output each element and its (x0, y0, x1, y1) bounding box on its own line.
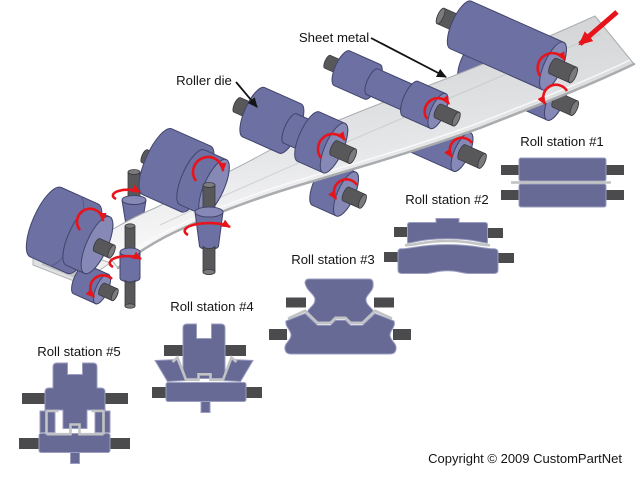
roller-top (119, 247, 141, 257)
roll-station-5-label: Roll station #5 (37, 344, 121, 359)
roll-station-3-section: Roll station #3 (269, 252, 411, 355)
sheet-profile (404, 239, 491, 247)
post-upper-cap (202, 182, 216, 188)
slot-right (87, 412, 94, 432)
callout-sheet-metal: Sheet metal (299, 30, 447, 78)
cone-top (194, 206, 224, 218)
rotation-arrow-s4-side (183, 219, 231, 237)
bottom-roller (284, 312, 397, 355)
top-roller (407, 218, 488, 244)
shaft-top-left (286, 297, 306, 308)
sheet-metal-label: Sheet metal (299, 30, 369, 45)
shaft-bottom-left (269, 329, 287, 340)
post-lower-cap (124, 303, 136, 309)
bottom-roller (38, 433, 111, 453)
roller-die-arrow (235, 81, 258, 108)
bottom-pin (200, 401, 211, 413)
shaft-top-right (606, 165, 624, 175)
shaft-top-right (105, 393, 128, 404)
shaft-top-left (501, 165, 519, 175)
top-roller (44, 362, 106, 429)
roll-station-1-label: Roll station #1 (520, 134, 604, 149)
roll-station-3-label: Roll station #3 (291, 252, 375, 267)
roll-station-4-section: Roll station #4 (152, 299, 262, 413)
rotation-arrow-guide-far (111, 184, 141, 201)
post-upper-cap (124, 223, 136, 229)
station5-top-roller-3d (25, 186, 116, 275)
cone-roller (194, 211, 224, 250)
sheet-profile (45, 409, 105, 436)
shaft-cap (358, 193, 367, 209)
shaft-cap (451, 111, 461, 127)
shaft-cap (347, 148, 357, 164)
bottom-roller (518, 183, 607, 208)
shaft-bottom-left (152, 387, 166, 398)
shaft-bottom-right (498, 253, 514, 263)
rotation-arrow-s1-top (536, 51, 567, 77)
bottom-pin (70, 452, 80, 464)
shaft-top-left (394, 227, 408, 237)
shaft-top-right (225, 345, 246, 356)
rotation-arrow-s5-bottom (85, 274, 113, 298)
shaft-cap (477, 153, 487, 169)
shaft-top-left (22, 393, 45, 404)
guide-post-cap (127, 169, 141, 175)
roll-station-1-section: Roll station #1 (501, 134, 624, 208)
station3-top-roller-3d (232, 86, 357, 174)
shaft-bottom-left (19, 438, 39, 449)
callout-roller-die: Roller die (176, 73, 258, 108)
side-roller-left (154, 358, 187, 383)
bottom-roller (165, 382, 247, 402)
station4-side-roller-3d (194, 182, 224, 275)
roll-station-2-section: Roll station #2 (384, 192, 514, 274)
shaft-top-right (374, 297, 394, 308)
rotation-arrow-s3-top (316, 131, 347, 159)
rotation-arrow-s5-top (75, 207, 107, 231)
rotation-arrow-s2-bottom (444, 136, 474, 158)
rotation-arrow-s5-side (108, 251, 142, 269)
roll-station-5-section: Roll station #5 (19, 344, 130, 464)
top-roller (182, 323, 226, 379)
far-shaft-cap (435, 7, 446, 25)
station5-side-roller-3d (119, 223, 141, 309)
top-roller (518, 157, 607, 182)
sheet-metal-arrow (370, 37, 447, 78)
top-roller (304, 278, 375, 323)
sheet-profile (171, 355, 238, 382)
rotation-arrow-s3-bottom (328, 178, 359, 200)
shaft-top-right (487, 228, 503, 238)
rotation-arrow-s4-top (191, 155, 227, 182)
shaft-bottom-left (501, 190, 519, 200)
rotation-arrow-s2-top (423, 95, 451, 120)
strip-thickness-edge (116, 62, 636, 270)
station2-top-roller-3d (323, 50, 461, 130)
roller-die-label: Roller die (176, 73, 232, 88)
roll-station-4-label: Roll station #4 (170, 299, 254, 314)
sheet-profile (511, 181, 611, 184)
slot-left (56, 412, 63, 432)
post-lower-cap (202, 269, 216, 275)
shaft-cap (569, 100, 579, 116)
shaft-cap (110, 288, 119, 302)
shaft-cap (107, 244, 116, 259)
shaft-cap (568, 66, 578, 84)
shaft-top-left (164, 345, 183, 356)
shaft-bottom-right (606, 190, 624, 200)
shaft-bottom-right (393, 329, 411, 340)
copyright-text: Copyright © 2009 CustomPartNet (428, 451, 622, 466)
shaft-bottom-right (110, 438, 130, 449)
sheet-profile (287, 309, 393, 325)
guide-cone-top (121, 195, 147, 205)
rotation-arrow-s1-bottom (537, 83, 569, 105)
shaft-bottom-left (384, 252, 398, 262)
shaft-bottom-right (246, 387, 262, 398)
feed-direction-arrow (578, 10, 619, 46)
bottom-roller (397, 244, 499, 274)
guide-roller-far (121, 169, 147, 226)
roll-station-2-label: Roll station #2 (405, 192, 489, 207)
rotation-arrows (75, 51, 569, 298)
